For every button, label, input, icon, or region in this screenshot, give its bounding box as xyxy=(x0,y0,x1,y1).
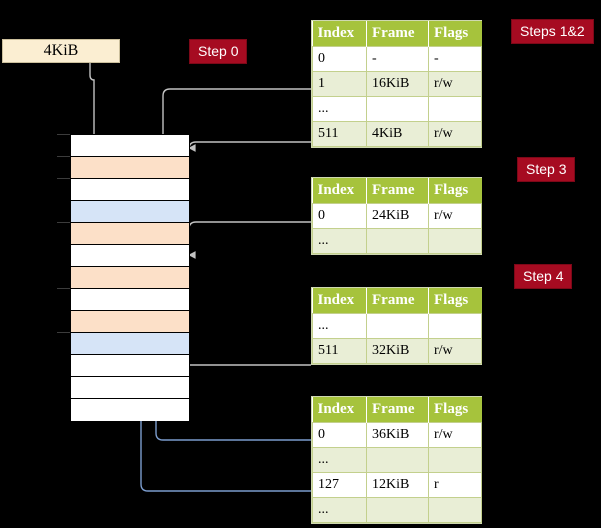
column-header-flags: Flags xyxy=(428,397,482,423)
column-header-flags: Flags xyxy=(428,21,482,47)
page-table-entry-row: ... xyxy=(312,447,482,473)
page-size-box: 4KiB xyxy=(2,39,120,63)
page-table-entry-row: ... xyxy=(312,497,482,523)
cell-flags: r/w xyxy=(428,203,482,229)
cell-frame: 32KiB xyxy=(366,338,429,364)
memory-frame-row xyxy=(71,201,189,223)
page-table-entry-row: 0-- xyxy=(312,46,482,72)
memory-frame-row xyxy=(71,377,189,399)
column-header-index: Index xyxy=(312,21,367,47)
cell-frame: - xyxy=(366,46,429,72)
cell-frame xyxy=(366,447,429,473)
cell-frame: 16KiB xyxy=(366,71,429,97)
memory-frame-row xyxy=(71,355,189,377)
cell-index: ... xyxy=(312,497,367,523)
cell-flags: r/w xyxy=(428,71,482,97)
memory-frame-row xyxy=(71,135,189,157)
cell-flags xyxy=(428,96,482,122)
cell-index: ... xyxy=(312,96,367,122)
cell-index: 0 xyxy=(312,203,367,229)
column-header-flags: Flags xyxy=(428,288,482,314)
cell-index: 1 xyxy=(312,71,367,97)
cell-index: ... xyxy=(312,447,367,473)
column-header-frame: Frame xyxy=(366,178,429,204)
cell-flags: r xyxy=(428,472,482,498)
cell-flags xyxy=(428,497,482,523)
step-0-label: Step 0 xyxy=(190,40,247,63)
cell-flags xyxy=(428,228,482,254)
cell-index: ... xyxy=(312,228,367,254)
link-page-to-memory xyxy=(89,63,101,149)
cell-flags: - xyxy=(428,46,482,72)
cell-flags xyxy=(428,447,482,473)
column-header-index: Index xyxy=(312,397,367,423)
cell-index: 0 xyxy=(312,422,367,448)
cell-frame xyxy=(366,228,429,254)
memory-frame-row xyxy=(71,157,189,179)
cell-frame: 12KiB xyxy=(366,472,429,498)
column-header-frame: Frame xyxy=(366,397,429,423)
cell-index: 511 xyxy=(312,338,367,364)
physical-memory-column xyxy=(70,134,190,421)
memory-frame-row xyxy=(71,333,189,355)
cell-index: 0 xyxy=(312,46,367,72)
memory-frame-row xyxy=(71,399,189,421)
memory-frame-row xyxy=(71,311,189,333)
page-table-entry-row: ... xyxy=(312,313,482,339)
cell-index: 127 xyxy=(312,472,367,498)
cell-flags: r/w xyxy=(428,121,482,147)
memory-frame-row xyxy=(71,289,189,311)
cell-flags xyxy=(428,313,482,339)
cell-frame xyxy=(366,313,429,339)
cell-frame xyxy=(366,96,429,122)
step-4-label: Step 4 xyxy=(515,265,572,288)
cell-frame: 36KiB xyxy=(366,422,429,448)
page-table-entry-row: ... xyxy=(312,228,482,254)
page-table-entry-row: ... xyxy=(312,96,482,122)
cell-frame: 24KiB xyxy=(366,203,429,229)
memory-frame-row xyxy=(71,179,189,201)
column-header-index: Index xyxy=(312,178,367,204)
cell-flags: r/w xyxy=(428,422,482,448)
column-header-frame: Frame xyxy=(366,288,429,314)
link-l4-entry511-to-memory xyxy=(188,140,311,152)
steps-1-2-label: Steps 1&2 xyxy=(512,20,593,43)
cell-index: 511 xyxy=(312,121,367,147)
column-header-flags: Flags xyxy=(428,178,482,204)
memory-frame-row xyxy=(71,223,189,245)
page-size-label: 4KiB xyxy=(43,42,79,59)
cell-frame xyxy=(366,497,429,523)
cell-index: ... xyxy=(312,313,367,339)
column-header-frame: Frame xyxy=(366,21,429,47)
step-3-label: Step 3 xyxy=(518,158,575,181)
cell-flags: r/w xyxy=(428,338,482,364)
memory-frame-row xyxy=(71,267,189,289)
cell-frame: 4KiB xyxy=(366,121,429,147)
column-header-index: Index xyxy=(312,288,367,314)
link-l3-entry0-to-memory xyxy=(188,221,311,259)
link-l2-entry511-to-memory xyxy=(172,316,311,366)
memory-frame-row xyxy=(71,245,189,267)
